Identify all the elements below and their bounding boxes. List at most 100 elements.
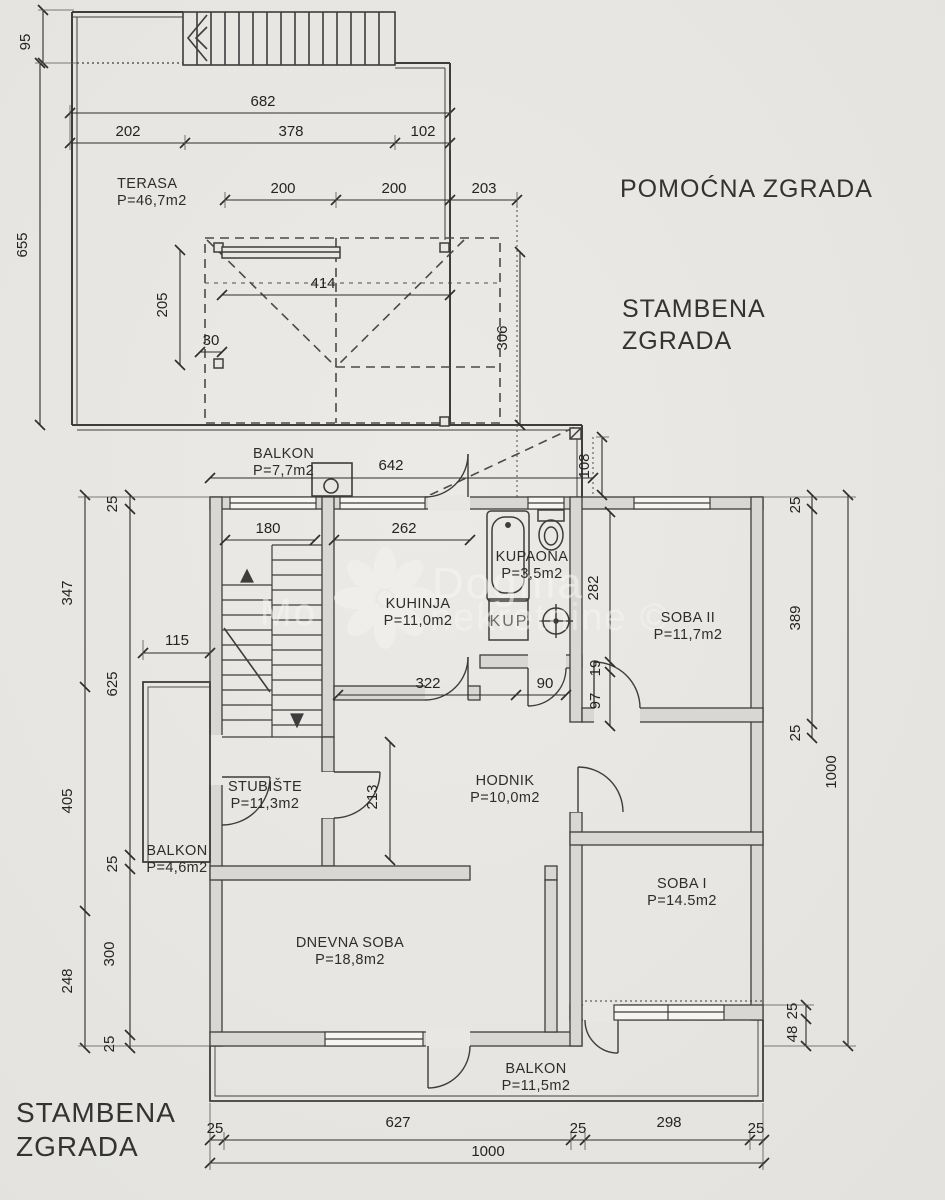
room-name: BALKON (146, 843, 207, 859)
dim-label: 405 (59, 788, 76, 813)
title-auxiliary-building: POMOĆNA ZGRADA (620, 174, 873, 203)
window-staircase (229, 496, 317, 510)
wall-room1-top (569, 831, 764, 846)
dim-label: 200 (381, 180, 406, 197)
window-kitchen (339, 496, 426, 510)
stair-break-line (223, 627, 271, 693)
dim-label: 642 (378, 457, 403, 474)
wall-stair-hall-a (321, 736, 335, 773)
door-living-balcony (427, 1045, 471, 1089)
wall-hall-living-a (209, 865, 471, 881)
title-bottom-line2: ZGRADA (16, 1131, 139, 1162)
room-area: P=14.5m2 (647, 893, 717, 909)
room-name: BALKON (253, 446, 314, 462)
dim-label: 108 (576, 453, 593, 478)
bathroom-fixtures (486, 509, 573, 641)
dim-label: 655 (14, 232, 31, 257)
dim-label: 180 (255, 520, 280, 537)
watermark-logo (334, 547, 436, 649)
dim-label: 97 (587, 693, 604, 710)
wall-hall-living-b (544, 865, 558, 881)
window-room2 (633, 496, 711, 510)
title-bottom-line1: STAMBENA (16, 1097, 176, 1128)
dim-label: 200 (270, 180, 295, 197)
room-name: STUBIŠTE (228, 778, 302, 795)
door-room1-balcony (584, 1019, 619, 1054)
dim-label: 347 (59, 580, 76, 605)
dim-label: 25 (570, 1120, 587, 1137)
stairs-direction-arrow (186, 14, 208, 62)
watermark: Dogma nekretnine © Mo (260, 547, 670, 649)
room-area: P=11,3m2 (231, 796, 300, 812)
dim-label: 213 (364, 784, 381, 809)
dim-label: 282 (585, 575, 602, 600)
wall-stair-kitchen (321, 496, 335, 738)
dim-label: 25 (101, 1036, 118, 1053)
dim-label: 1000 (471, 1143, 504, 1160)
room-area: P=46,7m2 (117, 193, 187, 209)
dimension-lines (34, 4, 854, 1169)
balcony-bottom (209, 1000, 764, 1102)
dim-label: 19 (587, 660, 604, 677)
terrace-outline (71, 11, 583, 497)
dim-label: 298 (656, 1114, 681, 1131)
room-area: P=3,5m2 (501, 566, 562, 582)
dim-label: 25 (787, 497, 804, 514)
dim-label: 25 (104, 496, 121, 513)
room-area: P=11,5m2 (502, 1078, 571, 1094)
room-name: SOBA I (657, 876, 707, 892)
dim-label: 25 (787, 725, 804, 742)
dim-label: 378 (278, 123, 303, 140)
dim-label: 414 (310, 275, 335, 292)
room-area: P=11,0m2 (384, 613, 453, 629)
wall-room1-left (569, 811, 583, 1047)
dim-label: 262 (391, 520, 416, 537)
dim-label: 25 (104, 856, 121, 873)
room-name: BALKON (505, 1061, 566, 1077)
windows (229, 496, 725, 1047)
room-area: P=7,7m2 (253, 463, 314, 479)
dim-label: 48 (784, 1026, 801, 1043)
dim-label: 625 (104, 671, 121, 696)
room-area: P=18,8m2 (315, 952, 385, 968)
room-name: TERASA (117, 176, 177, 192)
roof-dashed (204, 200, 594, 497)
dim-label: 25 (207, 1120, 224, 1137)
bathtub (486, 510, 530, 602)
stair-up-arrow (240, 568, 254, 583)
washbasin (539, 604, 573, 638)
dim-label: 306 (494, 325, 511, 350)
dim-label: 95 (17, 34, 34, 51)
room-name: KUP (490, 613, 529, 630)
room-area: P=11,7m2 (654, 627, 723, 643)
title-residential-line2: ZGRADA (622, 327, 732, 355)
balcony-chimney (311, 462, 353, 497)
dim-label: 115 (165, 632, 189, 649)
dim-label: 90 (537, 675, 554, 692)
wall-bath-room2 (569, 496, 583, 723)
dim-label: 1000 (823, 755, 840, 788)
dim-label: 25 (748, 1120, 765, 1137)
door-room1 (577, 766, 624, 813)
toilet (537, 509, 565, 551)
window-bath (527, 496, 565, 510)
room-name: DNEVNA SOBA (296, 935, 404, 951)
watermark-text-fragment: Mo (260, 592, 317, 634)
dim-label: 300 (101, 941, 118, 966)
room-area: P=4,6m2 (146, 860, 207, 876)
dim-label: 205 (154, 292, 171, 317)
room-labels: TERASAP=46,7m2BALKONP=7,7m2KUHINJAP=11,0… (117, 176, 722, 1094)
wall-right (750, 496, 764, 1021)
dim-label: 322 (415, 675, 440, 692)
watermark-text-line2: nekretnine © (430, 597, 670, 639)
door-stair-hall (333, 771, 381, 819)
door-stair-balcony (221, 776, 271, 826)
room-name: KUPAONA (496, 549, 569, 565)
room-name: KUHINJA (386, 596, 451, 612)
dim-label: 682 (250, 93, 275, 110)
dim-label: 25 (784, 1003, 801, 1020)
door-room2 (593, 661, 641, 709)
roof-posts (213, 242, 582, 440)
dim-label: 627 (385, 1114, 410, 1131)
